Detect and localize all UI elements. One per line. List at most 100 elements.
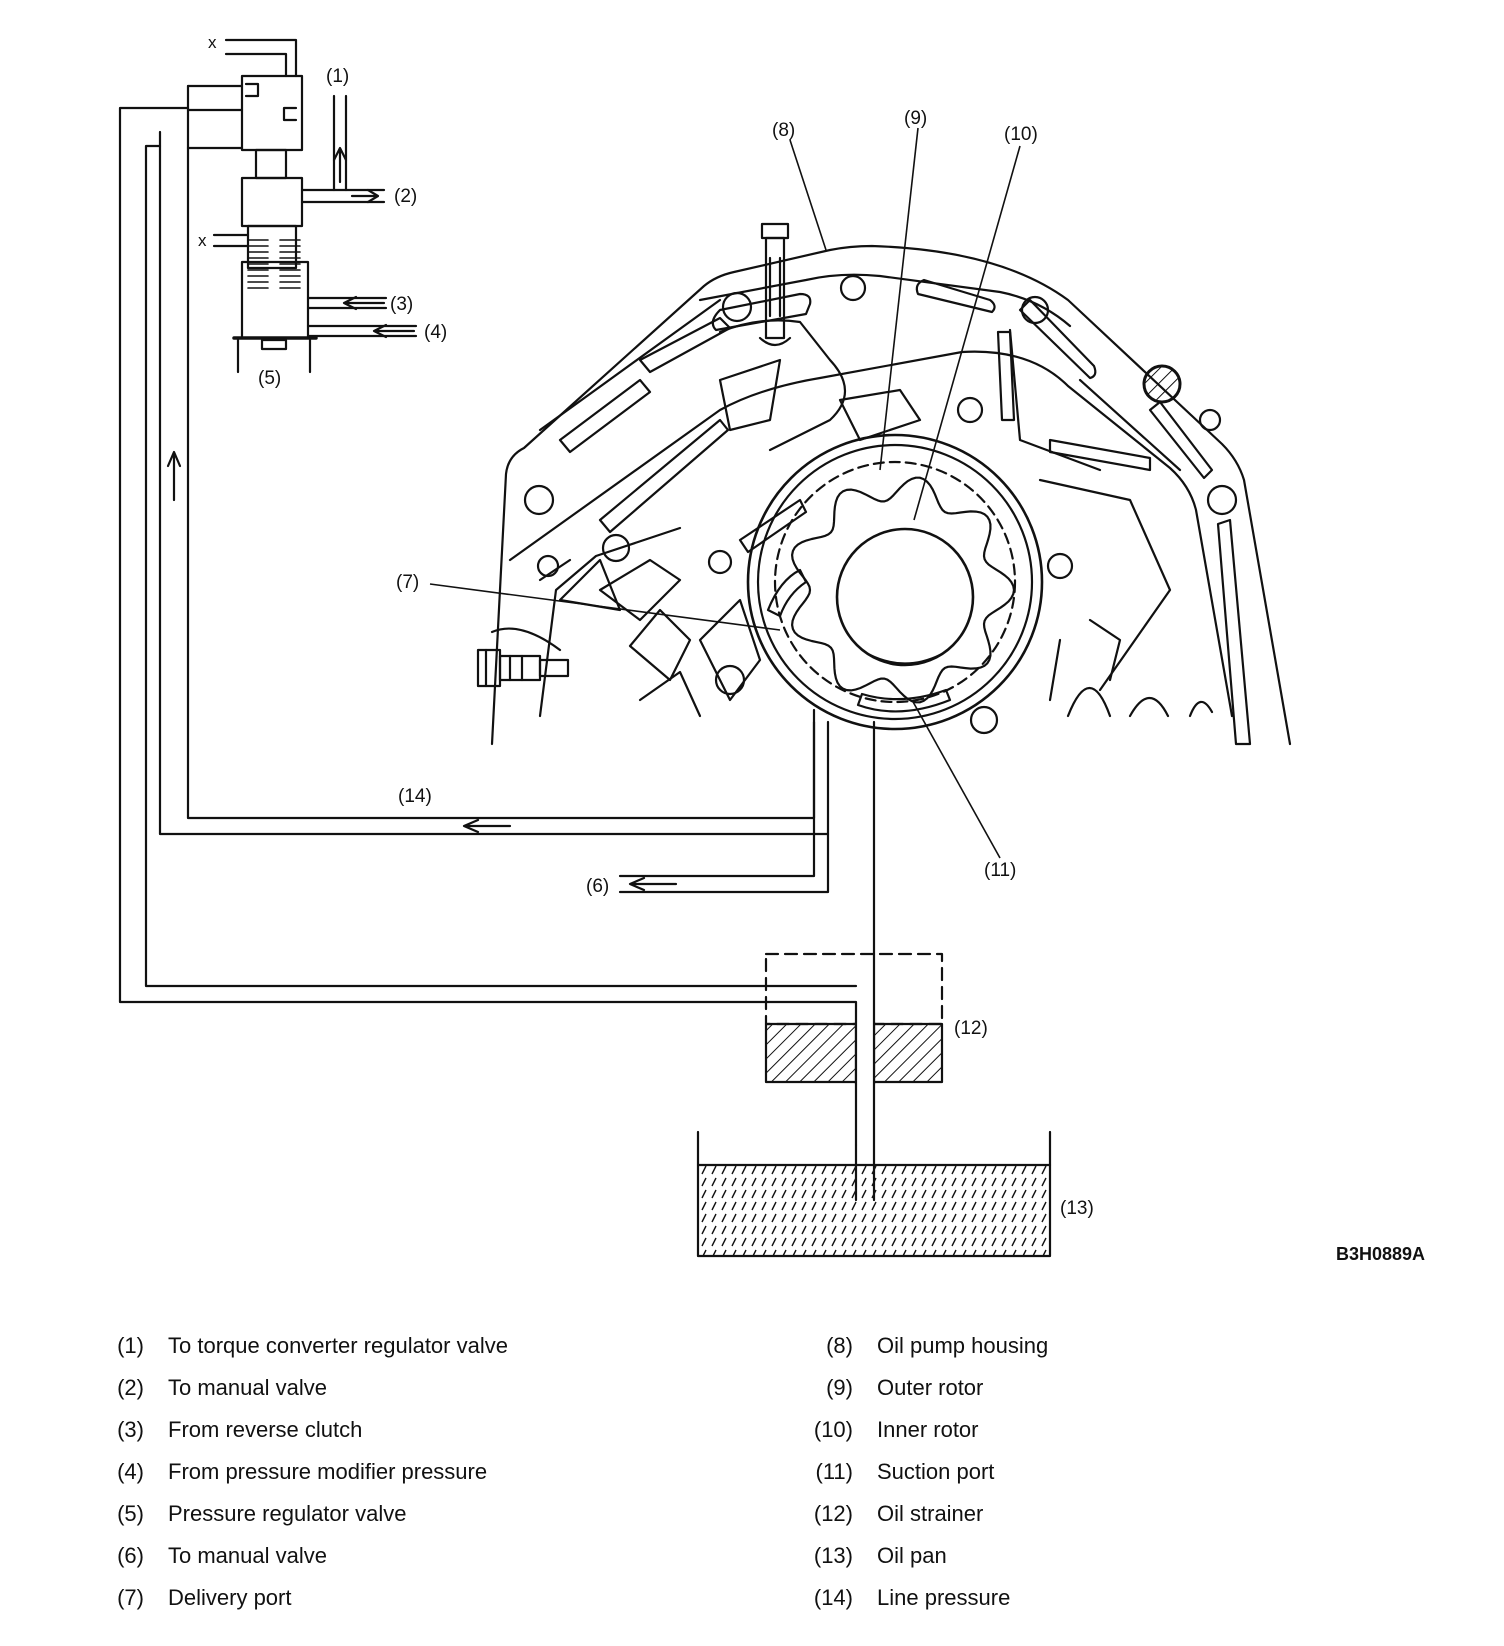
suction-port-crescent <box>856 688 952 713</box>
callout-13: (13) <box>1060 1198 1094 1219</box>
inner-suction-line <box>144 144 858 988</box>
delivery-port-crescent <box>766 568 808 618</box>
line-pressure-outer <box>158 130 830 836</box>
legend-item: (2) To manual valve <box>110 1367 508 1409</box>
inner-rotor <box>791 476 1016 704</box>
x-port-top <box>224 38 298 78</box>
callout-10: (10) <box>1004 124 1038 145</box>
legend-number: (8) <box>826 1333 853 1358</box>
legend-number: (13) <box>813 1543 853 1568</box>
rotor-housing-inner <box>756 443 1034 721</box>
line-to-manual-valve-2 <box>300 188 386 204</box>
arrow-right-2 <box>350 188 380 204</box>
legend-right: (8) Oil pump housing (9) Outer rotor (10) I… <box>805 1325 1048 1619</box>
oil-pump-hydraulic-diagram: x x (1) (2) (3) (4) (5) (6) (7) (8) (9) … <box>118 33 1425 1264</box>
callout-12: (12) <box>954 1018 988 1039</box>
rotor-center-bore <box>835 527 975 667</box>
oil-pump-housing <box>490 244 1292 746</box>
legend-item: (10) Inner rotor <box>805 1409 1048 1451</box>
dowel-pin <box>1142 364 1182 404</box>
legend-text: Suction port <box>877 1459 995 1484</box>
center-bore-flat <box>868 653 942 665</box>
legend-item: (5) Pressure regulator valve <box>110 1493 508 1535</box>
pressure-regulator-valve <box>186 74 318 374</box>
legend-text: Inner rotor <box>877 1417 979 1442</box>
figure-code: B3H0889A <box>1336 1244 1425 1264</box>
callout-14: (14) <box>398 786 432 807</box>
legend-number: (6) <box>117 1543 144 1568</box>
legend-item: (11) Suction port <box>805 1451 1048 1493</box>
line-pressure-inner <box>186 146 816 820</box>
legend-item: (8) Oil pump housing <box>805 1325 1048 1367</box>
legend-number: (2) <box>117 1375 144 1400</box>
legend-number: (11) <box>815 1459 854 1484</box>
housing-bolt <box>476 627 570 688</box>
legend-number: (3) <box>117 1417 144 1442</box>
regulator-spring <box>247 239 301 289</box>
legend-text: Line pressure <box>877 1585 1011 1610</box>
callout-5: (5) <box>258 368 281 389</box>
x-mark-top: x <box>208 33 217 52</box>
housing-bolt-holes <box>523 274 1238 735</box>
legend-text: Delivery port <box>168 1585 292 1610</box>
legend-text: Outer rotor <box>877 1375 984 1400</box>
legend-number: (7) <box>117 1585 144 1610</box>
legend-item: (12) Oil strainer <box>805 1493 1048 1535</box>
legend-text: Oil pump housing <box>877 1333 1049 1358</box>
callout-4: (4) <box>424 322 447 343</box>
callout-6: (6) <box>586 876 609 897</box>
oil-strainer-housing <box>764 952 944 1026</box>
callout-7: (7) <box>396 572 419 593</box>
legend-item: (3) From reverse clutch <box>110 1409 508 1451</box>
legend-item: (14) Line pressure <box>805 1577 1048 1619</box>
line-from-reverse-clutch <box>306 296 388 310</box>
arrow-left-4 <box>372 323 416 339</box>
legend-item: (13) Oil pan <box>805 1535 1048 1577</box>
legend-text: To manual valve <box>168 1543 327 1568</box>
oil-strainer <box>764 1022 944 1084</box>
legend-item: (6) To manual valve <box>110 1535 508 1577</box>
legend-text: Oil pan <box>877 1543 947 1568</box>
outer-suction-line <box>118 106 858 1147</box>
oil-level <box>699 1165 1049 1255</box>
callout-3: (3) <box>390 294 413 315</box>
x-mark-mid: x <box>198 231 207 250</box>
leader-lines <box>429 127 1021 859</box>
legend-number: (9) <box>826 1375 853 1400</box>
arrow-left-3 <box>342 295 386 311</box>
legend-item: (9) Outer rotor <box>805 1367 1048 1409</box>
line-to-torque-converter <box>332 94 348 192</box>
legend-left: (1) To torque converter regulator valve (… <box>110 1325 508 1619</box>
line-to-manual-valve-6 <box>618 720 830 894</box>
legend-number: (1) <box>117 1333 144 1358</box>
pipe-fitting <box>758 222 792 347</box>
legend-item: (1) To torque converter regulator valve <box>110 1325 508 1367</box>
legend-text: Oil strainer <box>877 1501 984 1526</box>
callout-9: (9) <box>904 108 927 129</box>
housing-slots <box>558 278 1252 746</box>
legend-text: To manual valve <box>168 1375 327 1400</box>
outer-rotor-edge <box>773 460 1017 704</box>
legend-item: (4) From pressure modifier pressure <box>110 1451 508 1493</box>
oil-pan <box>696 1130 1052 1258</box>
arrow-up-1 <box>332 146 348 184</box>
line-from-pressure-modifier <box>306 324 418 338</box>
legend-number: (5) <box>117 1501 144 1526</box>
legend-item: (7) Delivery port <box>110 1577 508 1619</box>
legend-text: To torque converter regulator valve <box>168 1333 508 1358</box>
callout-11: (11) <box>984 860 1016 881</box>
legend-text: From reverse clutch <box>168 1417 363 1442</box>
legend-number: (12) <box>813 1501 853 1526</box>
callout-2: (2) <box>394 186 417 207</box>
callout-1: (1) <box>326 66 349 87</box>
legend-number: (4) <box>117 1459 144 1484</box>
suction-pipe <box>854 720 876 1202</box>
legend-text: Pressure regulator valve <box>168 1501 407 1526</box>
arrow-up-line-pressure <box>166 450 182 502</box>
legend-text: From pressure modifier pressure <box>168 1459 488 1484</box>
legend-number: (10) <box>813 1417 853 1442</box>
callout-8: (8) <box>772 120 795 141</box>
legend-number: (14) <box>813 1585 853 1610</box>
arrow-left-line-pressure <box>462 818 512 834</box>
arrow-left-6 <box>628 876 678 892</box>
